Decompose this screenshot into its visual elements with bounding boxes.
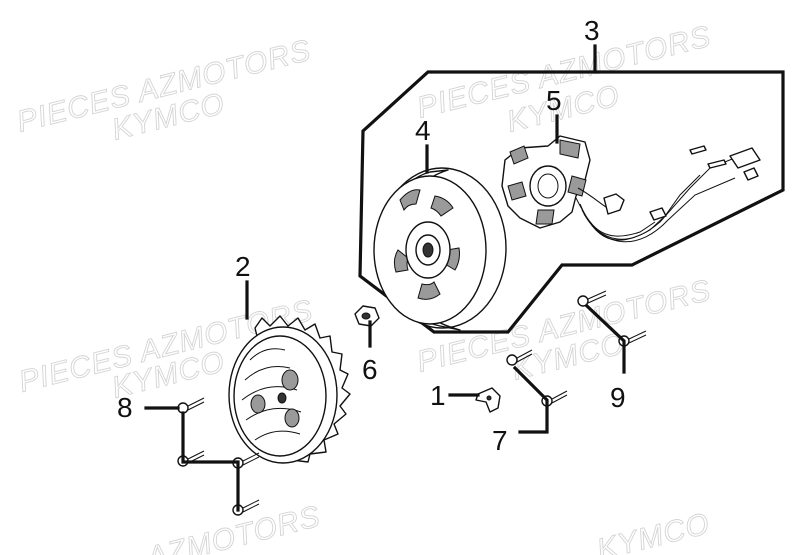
assembly-group-outline (358, 70, 785, 334)
cooling-fan-part (228, 315, 351, 464)
watermark-layer: PIECES AZMOTORS KYMCO PIECES AZMOTORS KY… (13, 19, 715, 555)
bracket-part (475, 387, 501, 413)
callout-2: 2 (235, 251, 251, 282)
callout-8: 8 (117, 392, 133, 423)
callout-6: 6 (362, 354, 378, 385)
bolt-part (506, 349, 533, 366)
bolt-part (177, 397, 205, 414)
flywheel-rotor-part (373, 167, 507, 331)
callout-7: 7 (492, 425, 508, 456)
callout-5: 5 (546, 85, 562, 116)
callout-3: 3 (584, 15, 600, 46)
callout-4: 4 (415, 115, 431, 146)
watermark-text: KYMCO (594, 507, 714, 555)
callout-1: 1 (430, 380, 446, 411)
stator-part (501, 135, 761, 243)
callout-9: 9 (610, 382, 626, 413)
leader-lines (144, 44, 626, 512)
nut-part (354, 305, 380, 327)
callout-labels: 1 2 3 4 5 6 7 8 9 (117, 15, 626, 456)
bolt-part (577, 290, 607, 307)
